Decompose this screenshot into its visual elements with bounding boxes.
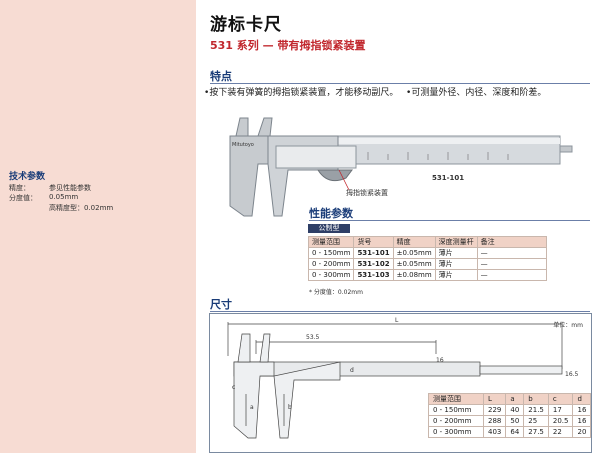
cell: 17 [547, 404, 574, 416]
col-header: 测量范围 [307, 236, 355, 248]
feature-item-1: •按下装有弹簧的拇指锁紧装置，才能移动副尺。 [204, 86, 400, 100]
dim-16: 16 [436, 357, 444, 364]
cell: — [476, 258, 547, 270]
performance-footnote: * 分度值：0.02mm [309, 289, 363, 296]
features-heading: 特点 [210, 70, 232, 83]
dim-d: d [350, 367, 354, 374]
table-row: 0 - 150mm 531-101 ±0.05mm 薄片 — [307, 247, 547, 259]
feature-text-1: 按下装有弹簧的拇指锁紧装置，才能移动副尺。 [209, 88, 399, 98]
cell: 0 - 150mm [428, 404, 484, 416]
cell: 25 [523, 415, 549, 427]
cell: 0 - 200mm [307, 258, 355, 270]
cell: 50 [505, 415, 525, 427]
cell: ±0.05mm [392, 258, 436, 270]
col-header: 货号 [353, 236, 394, 248]
dim-L: L [395, 317, 399, 324]
spec-heading: 技术参数 [9, 172, 46, 182]
dim-c: c [232, 384, 235, 391]
cell: 20.5 [547, 415, 574, 427]
dimension-table: 测量范围 L a b c d 0 - 150mm 229 40 21.5 17 … [428, 393, 592, 438]
feature-text-2: 可测量外径、内径、深度和阶差。 [411, 88, 547, 98]
col-header: 深度测量杆 [434, 236, 478, 248]
table-row: 0 - 300mm 403 64 27.5 22 20 [428, 426, 592, 438]
cell: 27.5 [523, 426, 549, 438]
col-header: 备注 [476, 236, 547, 248]
cell: 薄片 [434, 269, 478, 281]
cell: 403 [482, 426, 507, 438]
performance-heading: 性能参数 [309, 207, 353, 220]
col-header: d [572, 393, 592, 405]
features-divider [210, 83, 590, 84]
cell: 22 [547, 426, 574, 438]
model-label: 531-101 [432, 174, 465, 182]
cell: 20 [572, 426, 592, 438]
spec-value-resolution: 0.05mm [49, 193, 79, 201]
cell: 16 [572, 415, 592, 427]
cell: 531-103 [353, 269, 394, 281]
caliper-product-image: Mitutoyo [229, 117, 573, 217]
spec-value-hi-res: 高精度型：0.02mm [49, 204, 114, 212]
cell: ±0.05mm [392, 247, 436, 259]
dimension-drawing: L 53.5 a b c d 16 16.5 [227, 317, 579, 439]
cell: 21.5 [523, 404, 549, 416]
performance-table: 测量范围 货号 精度 深度测量杆 备注 0 - 150mm 531-101 ±0… [307, 236, 547, 281]
cell: 0 - 150mm [307, 247, 355, 259]
spec-label-resolution: 分度值： [9, 194, 37, 202]
cell: 229 [482, 404, 507, 416]
sidebar-spec-panel: 技术参数 精度： 参见性能参数 分度值： 0.05mm 高精度型：0.02mm [0, 0, 196, 453]
unit-label: 单位：mm [553, 322, 583, 329]
metric-unit-tag: 公制型 [308, 224, 350, 233]
table-header-row: 测量范围 L a b c d [428, 393, 592, 405]
cell: 薄片 [434, 247, 478, 259]
cell: 薄片 [434, 258, 478, 270]
col-header: 精度 [392, 236, 436, 248]
dim-a: a [250, 404, 254, 411]
spec-label-accuracy: 精度： [9, 184, 30, 192]
cell: 16 [572, 404, 592, 416]
brand-logo: Mitutoyo [232, 142, 254, 148]
cell: — [476, 269, 547, 281]
dimensions-heading: 尺寸 [210, 298, 232, 311]
cell: 0 - 300mm [428, 426, 484, 438]
dim-53-5: 53.5 [306, 334, 320, 341]
spec-value-accuracy: 参见性能参数 [49, 184, 91, 192]
bullet-icon: • [406, 88, 412, 98]
dim-b: b [288, 404, 292, 411]
cell: 0 - 200mm [428, 415, 484, 427]
cell: 531-102 [353, 258, 394, 270]
cell: 64 [505, 426, 525, 438]
table-row: 0 - 200mm 288 50 25 20.5 16 [428, 415, 592, 427]
cell: 0 - 300mm [307, 269, 355, 281]
dimensions-divider [210, 311, 590, 312]
cell: 531-101 [353, 247, 394, 259]
performance-divider [309, 220, 590, 221]
table-header-row: 测量范围 货号 精度 深度测量杆 备注 [307, 236, 547, 248]
cell: — [476, 247, 547, 259]
col-header: b [523, 393, 549, 405]
bullet-icon: • [204, 88, 210, 98]
feature-item-2: •可测量外径、内径、深度和阶差。 [406, 86, 590, 100]
cell: 288 [482, 415, 507, 427]
col-header: L [482, 393, 507, 405]
col-header: c [547, 393, 574, 405]
table-row: 0 - 200mm 531-102 ±0.05mm 薄片 — [307, 258, 547, 270]
table-row: 0 - 300mm 531-103 ±0.08mm 薄片 — [307, 269, 547, 281]
cell: ±0.08mm [392, 269, 436, 281]
page-title: 游标卡尺 [210, 15, 282, 35]
dim-16-5: 16.5 [565, 371, 579, 378]
cell: 40 [505, 404, 525, 416]
callout-leader [338, 169, 350, 191]
col-header: 测量范围 [428, 393, 484, 405]
series-subtitle: 531 系列 — 带有拇指锁紧装置 [210, 39, 366, 52]
col-header: a [505, 393, 525, 405]
thumb-lock-callout: 拇指锁紧装置 [346, 189, 388, 197]
table-row: 0 - 150mm 229 40 21.5 17 16 [428, 404, 592, 416]
